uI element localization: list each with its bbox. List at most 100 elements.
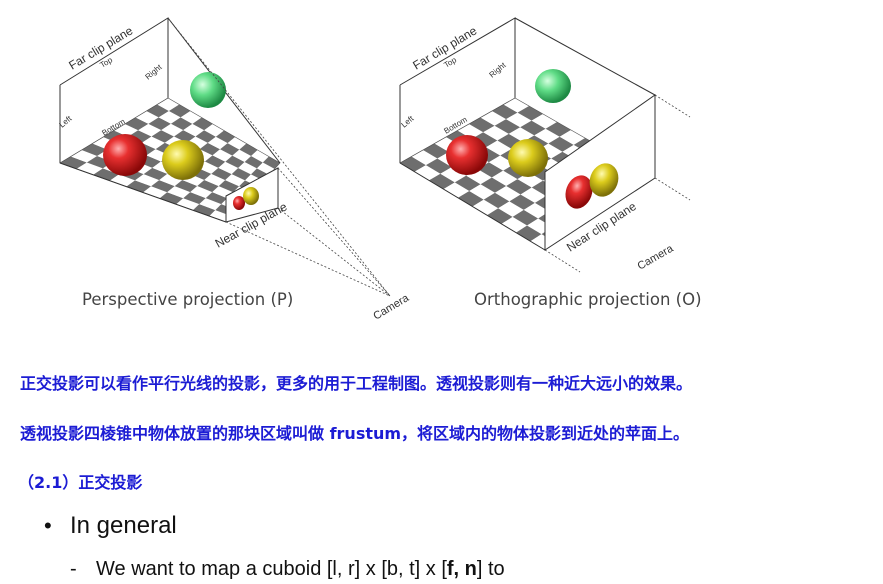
checker-tile [483, 192, 510, 209]
top-label: Top [442, 55, 458, 70]
note-line-1: 正交投影可以看作平行光线的投影，更多的用于工程制图。透视投影则有一种近大远小的效… [20, 374, 693, 393]
checker-tile [174, 179, 198, 193]
green-sphere [190, 72, 226, 108]
projected-red-sphere [565, 175, 593, 209]
checker-tile [174, 130, 196, 143]
bullet-marker: • [44, 513, 52, 538]
checker-tile [472, 199, 499, 216]
top-label: Top [98, 55, 114, 70]
orthographic-diagram: Far clip plane Top Right Left Bottom Nea… [399, 17, 691, 273]
red-sphere [103, 134, 147, 176]
checker-tile [492, 104, 518, 120]
checker-tile [170, 117, 193, 131]
checker-tile [506, 179, 532, 195]
parallel-rays [544, 94, 691, 273]
checker-tile [151, 130, 175, 143]
yellow-sphere [508, 139, 548, 177]
frustum-edge [59, 162, 227, 223]
checker-tile [143, 167, 168, 181]
checker-tile [545, 122, 571, 137]
checker-tile [429, 173, 455, 190]
right-label: Right [144, 62, 165, 81]
checker-tile [93, 168, 119, 181]
checker-tile [520, 120, 546, 136]
checker-tile [425, 158, 452, 174]
checker-tile [141, 136, 165, 150]
checker-tile [457, 124, 484, 139]
checker-tile [400, 156, 426, 172]
checker-tile [218, 161, 239, 175]
checker-tile [215, 130, 236, 144]
checker-tile [531, 114, 557, 129]
checker-tile [440, 167, 467, 183]
checker-tile [168, 104, 191, 118]
sub-bullet-marker: - [70, 558, 77, 580]
checker-tile [501, 216, 528, 233]
checker-tile [262, 156, 280, 169]
checker-tile [516, 225, 542, 242]
checker-tile [225, 174, 246, 187]
checker-tile [411, 150, 438, 166]
red-sphere [446, 135, 488, 175]
sub-bullet-cuboid: -We want to map a cuboid [l, r] x [b, t]… [70, 558, 505, 581]
yellow-sphere [162, 140, 204, 180]
checker-tile [159, 173, 183, 187]
checker-tile [509, 194, 535, 210]
checker-tile [70, 150, 98, 163]
checker-tile [487, 208, 513, 224]
checker-tile [199, 142, 221, 156]
checker-tile [443, 182, 470, 198]
checker-tile [469, 117, 495, 133]
checker-tile [207, 136, 228, 150]
checker-tile [559, 130, 585, 145]
checker-tile [239, 143, 258, 157]
section-heading: （2.1）正交投影 [18, 473, 143, 492]
sub-bullet-bold: f, n [446, 558, 477, 580]
checker-tile [548, 136, 574, 152]
bullet-text: In general [70, 512, 177, 539]
checker-tile [158, 110, 181, 124]
checker-tile [167, 186, 191, 199]
checker-tile [523, 202, 550, 219]
checker-tile [176, 198, 200, 211]
checker-tile [512, 209, 539, 226]
checker-tile [480, 111, 507, 126]
checker-tile [488, 155, 515, 171]
checker-tile [495, 185, 521, 202]
checker-tile [127, 130, 152, 143]
checker-tile [204, 155, 226, 168]
checker-tile [212, 149, 233, 162]
checker-tile [520, 187, 547, 203]
checker-tile [148, 117, 171, 131]
projected-yellow-sphere [243, 187, 259, 205]
checker-tile [508, 127, 535, 143]
checker-tile [183, 123, 205, 137]
checker-tile [494, 119, 521, 134]
box-edge [399, 97, 516, 164]
checker-tile [199, 198, 222, 211]
projected-yellow-sphere [589, 163, 619, 197]
checker-tile [225, 155, 245, 169]
checker-tile [192, 204, 216, 217]
checker-tile [251, 150, 269, 163]
checker-tile [480, 177, 507, 193]
checker-tile [205, 192, 228, 205]
note-line-2: 透视投影四棱锥中物体放置的那块区域叫做 frustum，将区域内的物体投影到近处… [20, 424, 690, 443]
checker-tile [534, 128, 560, 144]
checker-tile [218, 180, 240, 193]
checker-tile [491, 170, 518, 186]
checker-tile [414, 165, 441, 181]
camera-label: Camera [636, 242, 677, 272]
checker-tile [506, 112, 532, 128]
checker-tile [151, 180, 175, 193]
checker-tile [135, 174, 160, 187]
checker-tile [469, 184, 495, 200]
checker-tile [211, 167, 232, 181]
perspective-diagram: Far clip plane Top Right Left Bottom Nea… [58, 17, 412, 323]
checker-tile [76, 162, 103, 175]
checker-tile [195, 130, 216, 143]
right-label: Right [488, 60, 509, 79]
camera-label: Camera [371, 292, 411, 323]
projected-red-sphere [233, 196, 245, 210]
sub-bullet-suffix: ] to [476, 558, 505, 580]
